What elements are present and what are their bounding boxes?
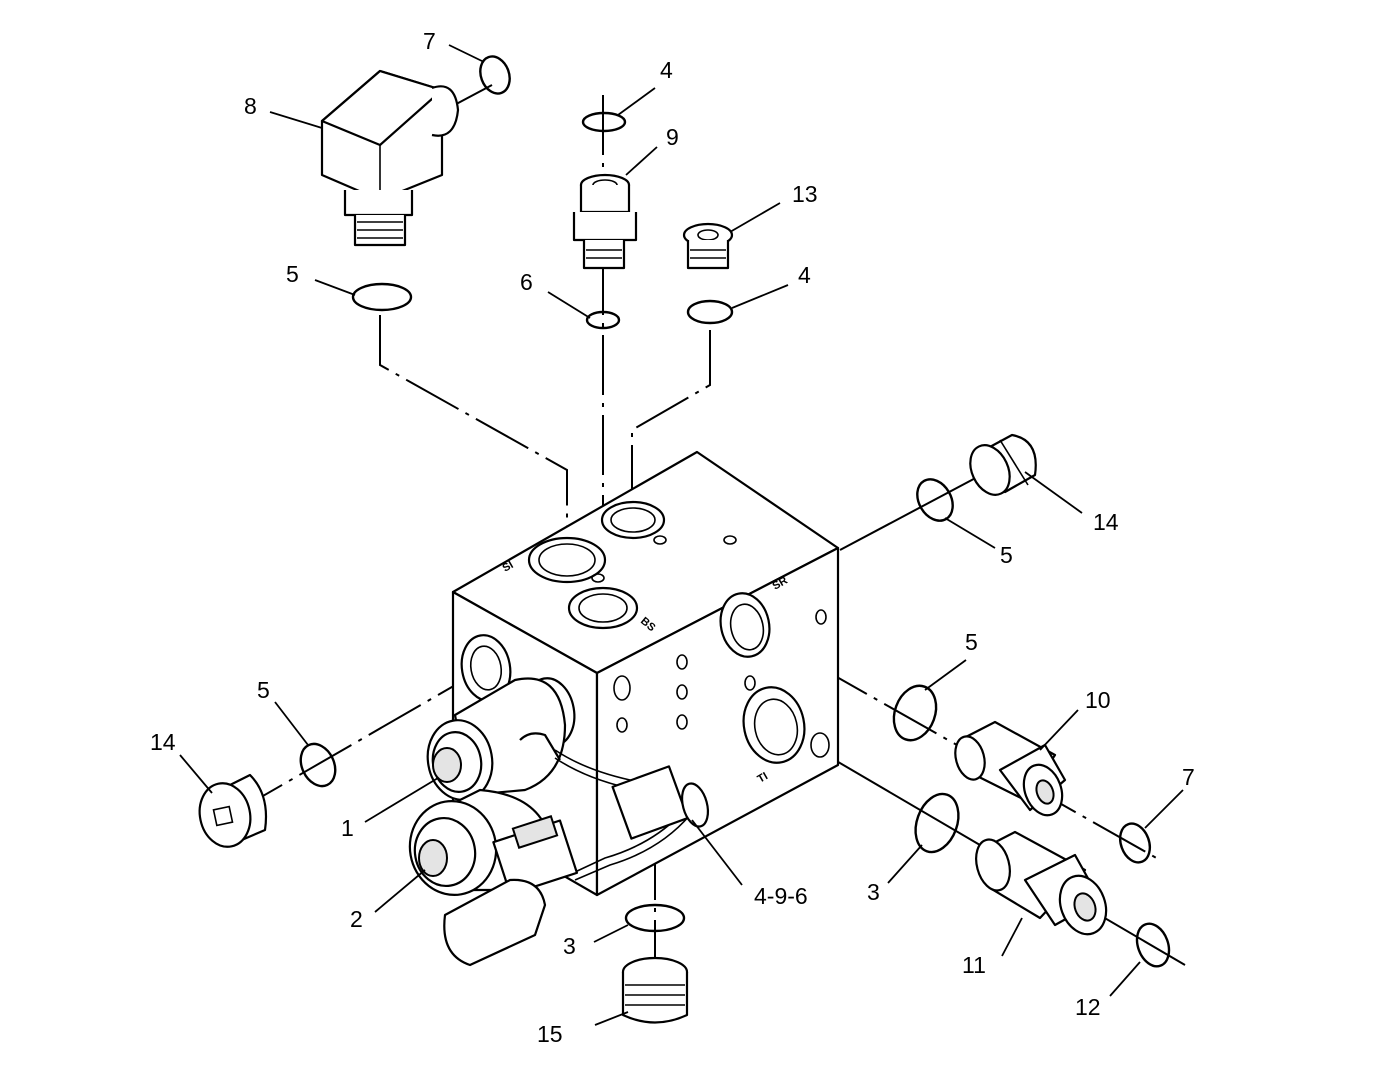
o-ring-4-right xyxy=(686,299,734,325)
solenoid-valve-2 xyxy=(408,788,552,896)
callout-3-right: 3 xyxy=(867,879,880,905)
plug-14-right xyxy=(969,433,1037,496)
o-ring-3-right xyxy=(914,792,960,854)
o-ring-3-bottom xyxy=(624,903,686,933)
callout-4-9-6: 4-9-6 xyxy=(754,883,808,909)
leader-lines xyxy=(179,44,1184,1026)
o-ring-5-top xyxy=(351,282,413,312)
callout-7-top: 7 xyxy=(423,28,436,54)
solenoid-valve-1 xyxy=(426,677,567,801)
callout-15: 15 xyxy=(537,1021,563,1047)
fitting-9 xyxy=(572,173,638,270)
callout-7-right: 7 xyxy=(1182,764,1195,790)
plug-15 xyxy=(621,956,689,1024)
callout-4-top: 4 xyxy=(660,57,673,83)
o-rings xyxy=(299,55,1171,968)
callout-9: 9 xyxy=(666,124,679,150)
o-ring-7-top xyxy=(479,55,511,95)
o-ring-5-mid xyxy=(892,684,938,742)
callout-5-left: 5 xyxy=(257,677,270,703)
port-mark-si: SI xyxy=(501,559,516,575)
fitting-10 xyxy=(954,720,1067,817)
o-ring-6 xyxy=(585,310,621,330)
callout-5-top: 5 xyxy=(286,261,299,287)
pressure-switch-8 xyxy=(320,69,460,247)
callout-10: 10 xyxy=(1085,687,1111,713)
callout-6: 6 xyxy=(520,269,533,295)
callout-2: 2 xyxy=(350,906,363,932)
callout-1: 1 xyxy=(341,815,354,841)
top-ports xyxy=(527,500,737,630)
o-ring-4-top xyxy=(581,111,627,133)
o-ring-12 xyxy=(1135,922,1171,968)
callout-8: 8 xyxy=(244,93,257,119)
callout-labels: 7 8 4 9 13 5 6 4 14 5 5 10 7 5 14 1 2 4-… xyxy=(150,28,1195,1047)
callout-13: 13 xyxy=(792,181,818,207)
callout-14-right: 14 xyxy=(1093,509,1119,535)
callout-5-mid: 5 xyxy=(965,629,978,655)
right-face-ports xyxy=(719,592,830,764)
plug-13 xyxy=(682,222,734,270)
plug-14-left xyxy=(198,773,268,848)
electrical-connectors xyxy=(443,749,710,967)
callout-5-right: 5 xyxy=(1000,542,1013,568)
callout-11: 11 xyxy=(962,952,986,978)
o-ring-7-right xyxy=(1118,822,1152,864)
callout-14-left: 14 xyxy=(150,729,176,755)
o-ring-5-left xyxy=(299,742,337,788)
fitting-11 xyxy=(975,830,1108,936)
callout-12: 12 xyxy=(1075,994,1101,1020)
callout-4-right: 4 xyxy=(798,262,811,288)
callout-3-bottom: 3 xyxy=(563,933,576,959)
